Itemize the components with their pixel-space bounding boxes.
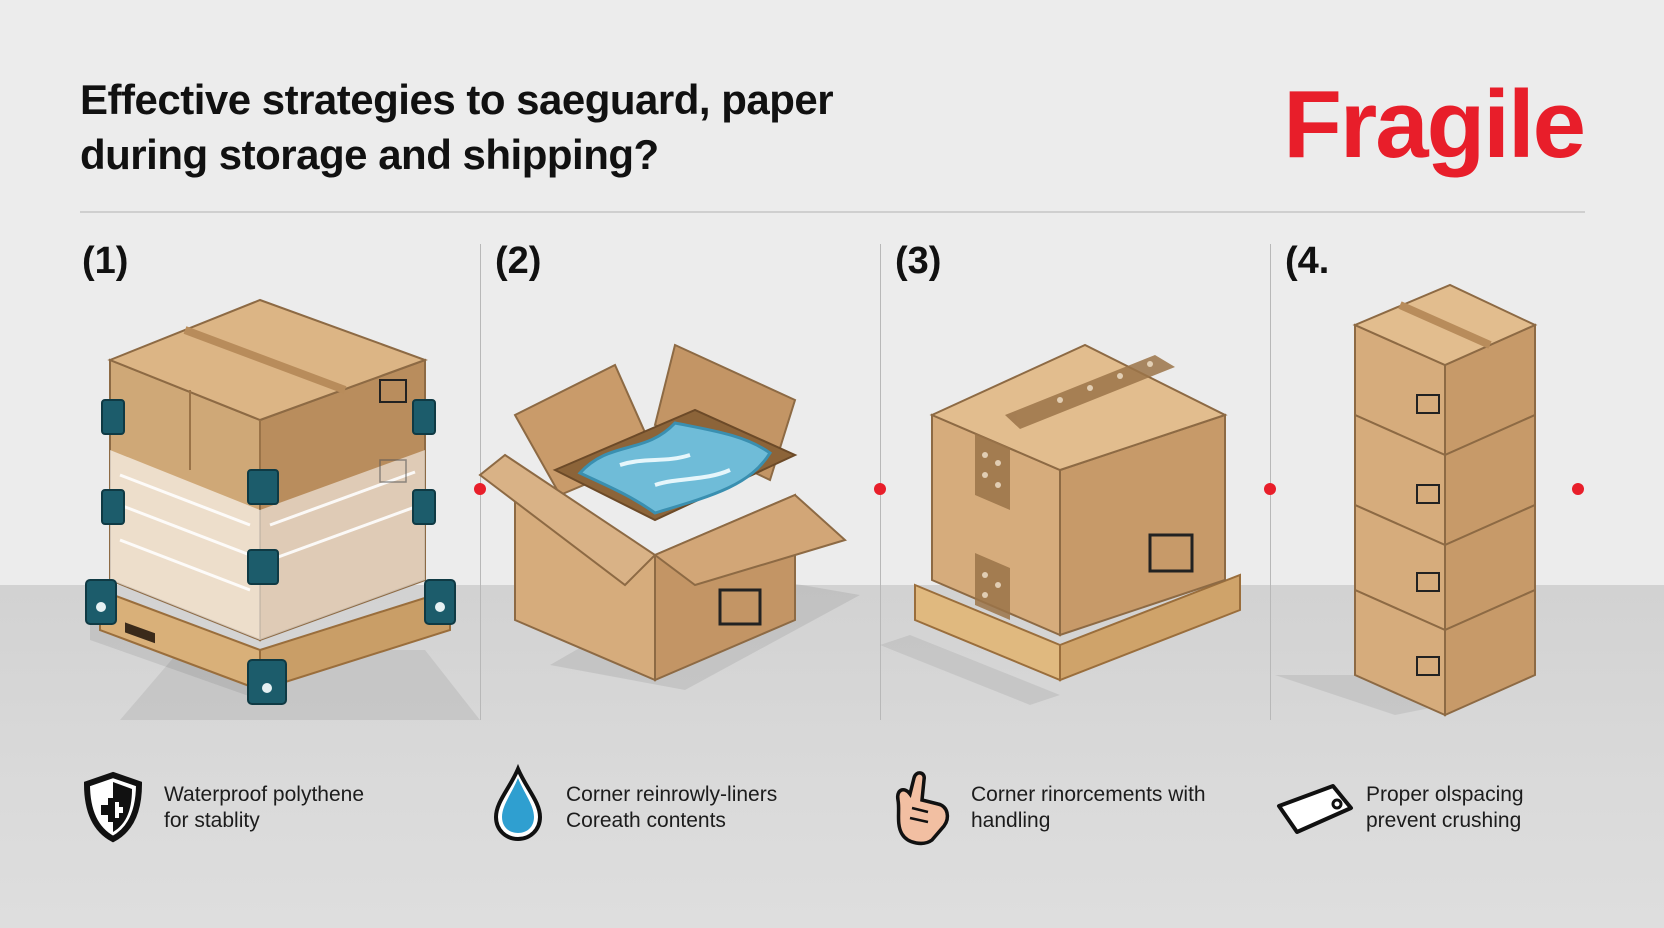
- step-number-4: (4.: [1285, 240, 1330, 282]
- marker-dot-1: [474, 483, 486, 495]
- wrapped-pallet-illustration: [85, 298, 480, 720]
- fragile-brand-text: Fragile: [1283, 71, 1586, 178]
- caption-3-line-2: handling: [971, 809, 1051, 832]
- column-divider-2: [880, 244, 881, 720]
- title-line-2: during storage and shipping?: [80, 131, 659, 178]
- header-divider: [80, 211, 1585, 213]
- water-drop-icon: [493, 763, 543, 842]
- title-line-1: Effective strategies to saeguard, paper: [80, 76, 834, 123]
- hand-icon: [895, 771, 950, 846]
- step-caption-2: Corner reinrowly-liners Coreath contents: [566, 782, 777, 834]
- caption-4-line-2: prevent crushing: [1366, 809, 1522, 832]
- marker-dot-3: [1264, 483, 1276, 495]
- step-number-1: (1): [82, 240, 129, 282]
- caption-2-line-1: Corner reinrowly-liners: [566, 783, 778, 806]
- marker-dot-4: [1572, 483, 1584, 495]
- step-number-3: (3): [895, 240, 942, 282]
- step-caption-4: Proper olspacing prevent crushing: [1366, 782, 1524, 834]
- caption-2-line-2: Coreath contents: [566, 809, 726, 832]
- caption-4-line-1: Proper olspacing: [1366, 783, 1524, 806]
- open-box-liner-illustration: [478, 343, 860, 690]
- step-caption-3: Corner rinorcements with handling: [971, 782, 1206, 834]
- caption-3-line-1: Corner rinorcements with: [971, 783, 1206, 806]
- caption-1-line-2: for stablity: [164, 809, 260, 832]
- column-divider-3: [1270, 244, 1271, 720]
- shield-plus-icon: [83, 771, 143, 843]
- page-title: Effective strategies to saeguard, paper …: [80, 72, 980, 182]
- step-number-2: (2): [495, 240, 542, 282]
- reinforced-box-illustration: [880, 343, 1241, 705]
- marker-dot-2: [874, 483, 886, 495]
- stacked-boxes-illustration: [1275, 283, 1538, 717]
- tag-icon: [1277, 784, 1353, 834]
- step-caption-1: Waterproof polythene for stablity: [164, 782, 364, 834]
- caption-1-line-1: Waterproof polythene: [164, 783, 365, 806]
- column-divider-1: [480, 244, 481, 720]
